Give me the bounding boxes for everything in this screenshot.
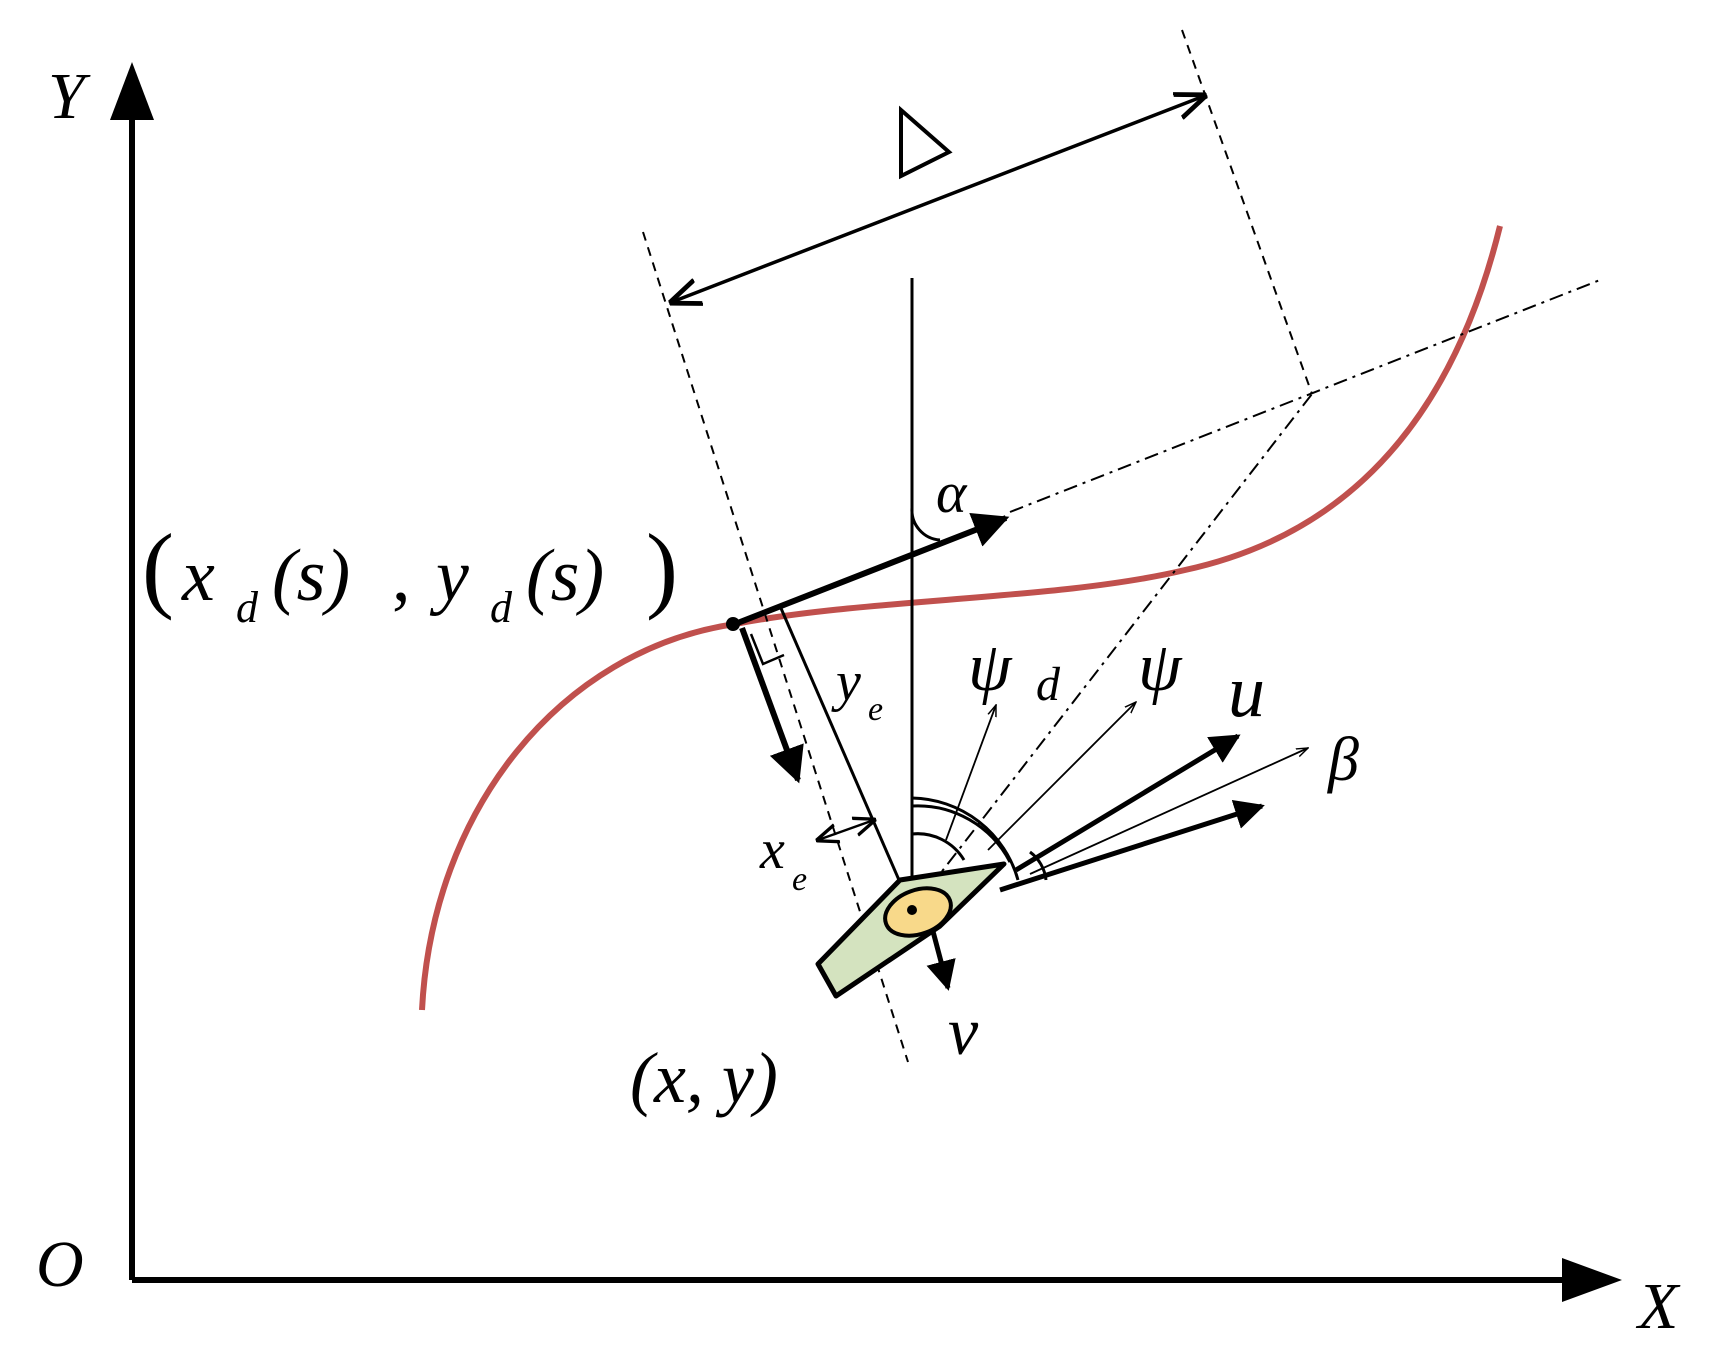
delta-dimension-arrow — [672, 96, 1204, 302]
u-label: u — [1228, 651, 1265, 733]
vehicle-center — [907, 905, 917, 915]
tangent-dashdot-line — [1009, 279, 1601, 513]
desired-point-y-arg: (s) — [526, 535, 604, 617]
ye-subscript: e — [868, 691, 883, 728]
desired-point-x: x — [181, 535, 215, 617]
desired-path-curve — [419, 225, 1503, 1011]
beta-label: β — [1327, 726, 1359, 794]
ye-error-line — [778, 605, 914, 911]
psi-vector — [987, 702, 1136, 851]
desired-point-x-sub: d — [236, 583, 259, 632]
beta-vector — [1029, 748, 1308, 875]
desired-point-dot — [726, 617, 740, 631]
desired-point-comma: , — [392, 535, 411, 617]
delta-label: Δ — [0, 0, 953, 180]
psi-d-subscript: d — [1036, 658, 1061, 711]
x-axis-label: X — [1635, 1270, 1681, 1343]
desired-point-x-arg: (s) — [272, 535, 350, 617]
y-axis-arrowhead — [110, 62, 154, 120]
vehicle — [815, 861, 1007, 999]
psi-d-angle-arc — [911, 832, 966, 861]
desired-point-close-paren: ) — [646, 514, 678, 621]
u-vector — [1014, 733, 1241, 873]
resultant-velocity-vector — [999, 799, 1265, 893]
lookahead-dashed-line — [1181, 29, 1313, 395]
angle-arcs — [911, 796, 1048, 881]
delta-label-text: Δ — [0, 0, 1, 1]
xe-dimension-arrow — [818, 820, 874, 840]
heading-vectors — [926, 702, 1308, 991]
psi-d-label: ψ — [968, 629, 1013, 706]
x-axis-arrowhead — [1562, 1258, 1622, 1302]
psi-d-vector — [945, 705, 997, 841]
desired-point-y-sub: d — [490, 583, 513, 632]
vehicle-cabin — [883, 886, 953, 938]
vehicle-position-label: (x, y) — [630, 1038, 778, 1118]
desired-point-open-paren: ( — [142, 514, 174, 621]
psi-label: ψ — [1138, 629, 1183, 706]
axes: Y X O — [36, 60, 1681, 1343]
right-angle-marker — [749, 633, 785, 666]
desired-point-y: y — [429, 535, 469, 617]
desired-point-label: ( x d (s) , y d (s) ) — [142, 514, 678, 632]
alpha-label: α — [936, 460, 968, 525]
ye-label: y — [831, 651, 861, 713]
course-angle-arc — [911, 796, 1020, 881]
v-label: v — [948, 993, 979, 1069]
psi-angle-arc — [911, 804, 1012, 863]
xe-subscript: e — [792, 861, 807, 898]
xe-label: x — [759, 819, 785, 881]
beta-angle-arc — [1029, 850, 1048, 881]
normal-vector — [739, 626, 804, 784]
origin-label: O — [36, 1228, 84, 1301]
y-axis-label: Y — [48, 60, 91, 133]
alpha-angle-arc — [910, 507, 941, 542]
guide-lines — [642, 29, 1601, 1063]
